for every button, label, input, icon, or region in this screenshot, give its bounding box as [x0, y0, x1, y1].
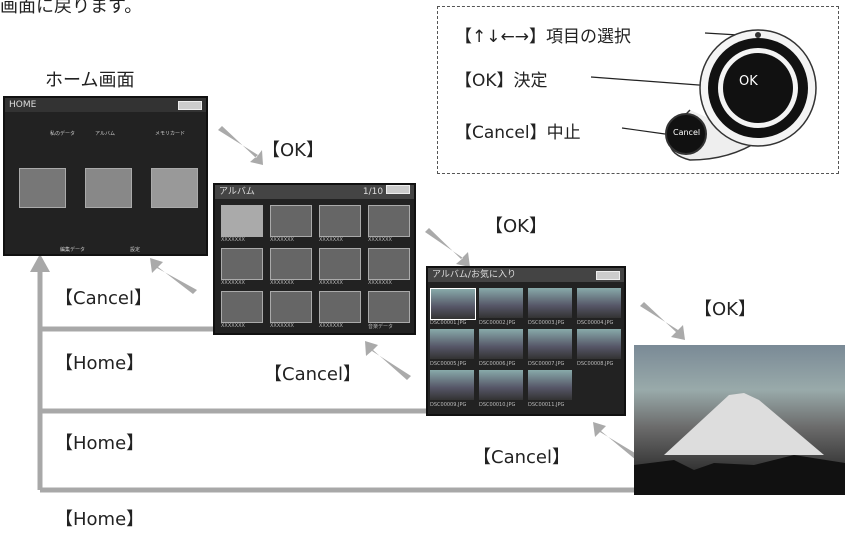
home-label-3: 【Home】 — [55, 509, 145, 530]
home-item-2[interactable]: アルバム — [95, 131, 115, 137]
home-title: HOME — [9, 100, 37, 110]
album-tile[interactable] — [319, 248, 361, 280]
ok-label-2: 【OK】 — [485, 216, 547, 237]
album-tile[interactable] — [221, 248, 263, 280]
favorites-photo[interactable] — [479, 370, 523, 400]
leader-ok — [590, 76, 713, 87]
album-caption: XXXXXXX — [319, 237, 343, 243]
favorites-photo[interactable] — [577, 329, 621, 359]
album-caption: XXXXXXX — [221, 237, 245, 243]
home-item-3[interactable]: メモリカード — [155, 131, 186, 137]
album-tile[interactable] — [221, 205, 263, 237]
favorites-photo[interactable] — [528, 288, 572, 318]
legend-cancel: 【Cancel】中止 — [455, 123, 581, 143]
favorites-caption: DSC00007.JPG — [528, 361, 565, 367]
battery-icon — [596, 270, 620, 280]
album-tile[interactable] — [221, 291, 263, 323]
top-text: 画面に戻ります。 — [0, 0, 143, 17]
album-tile[interactable] — [270, 291, 312, 323]
cancel-label-1: 【Cancel】 — [55, 288, 152, 309]
album-title: アルバム — [219, 187, 255, 197]
album-caption: XXXXXXX — [319, 323, 343, 329]
favorites-caption: DSC00006.JPG — [479, 361, 516, 367]
legend-ok: 【OK】決定 — [455, 71, 548, 91]
dial-center — [723, 53, 793, 123]
home-thumb-3 — [151, 168, 198, 208]
cancel-button[interactable]: Cancel — [673, 128, 701, 137]
favorites-photo[interactable] — [430, 329, 474, 359]
album-tile[interactable] — [319, 205, 361, 237]
ok-label-1: 【OK】 — [262, 140, 324, 161]
album-tile[interactable] — [368, 248, 410, 280]
favorites-photo[interactable] — [479, 288, 523, 318]
favorites-title: アルバム/お気に入り — [432, 270, 516, 280]
favorites-photo[interactable] — [528, 329, 572, 359]
album-page: 1/10 — [362, 187, 384, 197]
home-item-1[interactable]: 私のデータ — [50, 131, 76, 137]
ok-button[interactable]: OK — [739, 74, 758, 89]
legend-box — [437, 6, 839, 174]
home-screen: HOME 私のデータ アルバム メモリカード 編集データ 設定 — [3, 96, 208, 256]
home-label-1: 【Home】 — [55, 353, 145, 374]
favorites-caption: DSC00001.JPG — [430, 320, 467, 326]
album-tile[interactable] — [368, 205, 410, 237]
battery-icon — [178, 100, 202, 110]
album-caption: XXXXXXX — [368, 237, 392, 243]
favorites-photo[interactable] — [577, 288, 621, 318]
favorites-photo[interactable] — [430, 288, 476, 320]
fullscreen-photo — [634, 345, 845, 495]
album-caption: XXXXXXX — [270, 323, 294, 329]
album-screen: アルバム 1/10 XXXXXXX XXXXXXX XXXXXXX XXXXXXX XXX… — [213, 183, 416, 335]
home-label-2: 【Home】 — [55, 433, 145, 454]
home-item-4[interactable]: 編集データ — [60, 247, 86, 253]
album-tile[interactable] — [270, 205, 312, 237]
favorites-caption: DSC00009.JPG — [430, 402, 467, 408]
ok-label-3: 【OK】 — [694, 299, 756, 320]
album-caption: 音楽データ — [368, 324, 394, 330]
home-thumb-1 — [19, 168, 66, 208]
legend-select: 【↑↓←→】項目の選択 — [455, 27, 631, 47]
favorites-caption: DSC00004.JPG — [577, 320, 614, 326]
cancel-label-2: 【Cancel】 — [264, 364, 361, 385]
album-caption: XXXXXXX — [221, 280, 245, 286]
favorites-screen: アルバム/お気に入り DSC00001.JPG DSC00002.JPG DSC00… — [426, 266, 626, 416]
album-caption: XXXXXXX — [319, 280, 343, 286]
dial-up-dot — [755, 32, 761, 38]
favorites-photo[interactable] — [479, 329, 523, 359]
home-thumb-2 — [85, 168, 132, 208]
album-caption: XXXXXXX — [270, 237, 294, 243]
home-item-5[interactable]: 設定 — [130, 247, 141, 253]
favorites-caption: DSC00002.JPG — [479, 320, 516, 326]
favorites-photo[interactable] — [430, 370, 474, 400]
favorites-caption: DSC00003.JPG — [528, 320, 565, 326]
album-tile[interactable] — [270, 248, 312, 280]
battery-icon — [386, 185, 410, 194]
album-tile[interactable] — [368, 291, 410, 323]
album-caption: XXXXXXX — [368, 280, 392, 286]
favorites-caption: DSC00005.JPG — [430, 361, 467, 367]
album-caption: XXXXXXX — [221, 323, 245, 329]
favorites-caption: DSC00008.JPG — [577, 361, 614, 367]
album-caption: XXXXXXX — [270, 280, 294, 286]
favorites-caption: DSC00010.JPG — [479, 402, 516, 408]
home-screen-label: ホーム画面 — [45, 70, 135, 91]
cancel-label-3: 【Cancel】 — [473, 447, 570, 468]
album-tile[interactable] — [319, 291, 361, 323]
cancel-button-shape — [665, 113, 707, 155]
favorites-caption: DSC00011.JPG — [528, 402, 565, 408]
leader-cancel — [621, 127, 666, 135]
favorites-photo[interactable] — [528, 370, 572, 400]
